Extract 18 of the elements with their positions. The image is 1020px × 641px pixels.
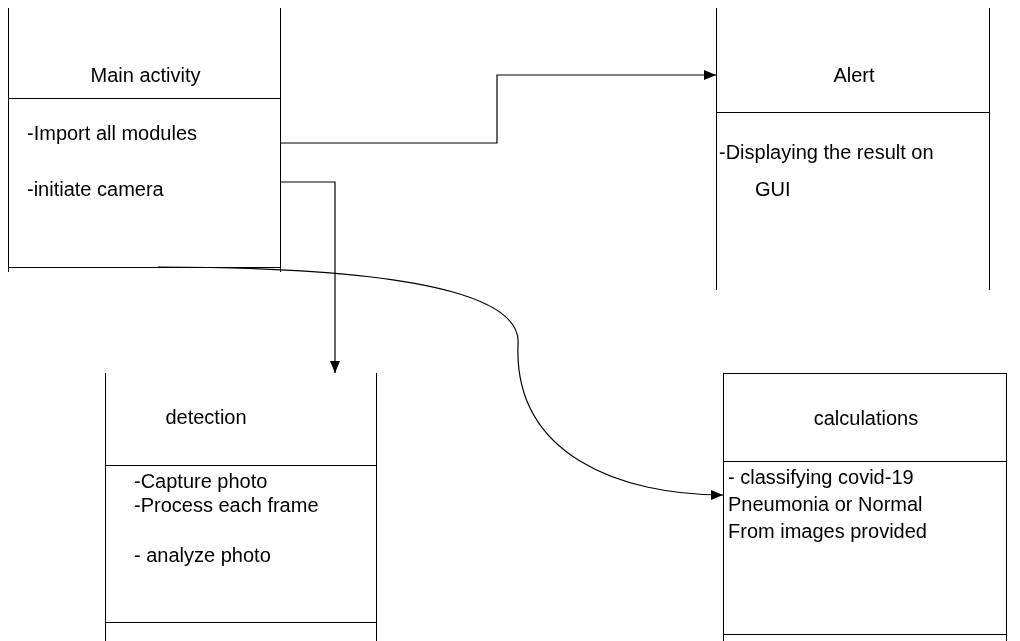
class-name: detection [164, 405, 248, 429]
arrow [280, 181, 340, 374]
method-text: -Capture photo [134, 469, 269, 493]
class-name: calculations [812, 406, 920, 430]
class-name: Main activity [89, 63, 202, 87]
class-box [716, 8, 990, 290]
method-text: -initiate camera [27, 177, 165, 201]
arrow [280, 70, 717, 144]
arrow [157, 266, 724, 500]
class-box [105, 373, 377, 641]
class-name: Alert [832, 63, 876, 87]
method-text: - analyze photo [134, 543, 272, 567]
class-box [723, 373, 1007, 641]
method-text: -Displaying the result on GUI [719, 140, 935, 202]
method-text: - classifying covid-19 Pneumonia or Normal From images provided [728, 465, 928, 544]
method-text: -Process each frame [134, 493, 320, 517]
method-text: -Import all modules [27, 121, 199, 145]
class-box [8, 8, 281, 272]
